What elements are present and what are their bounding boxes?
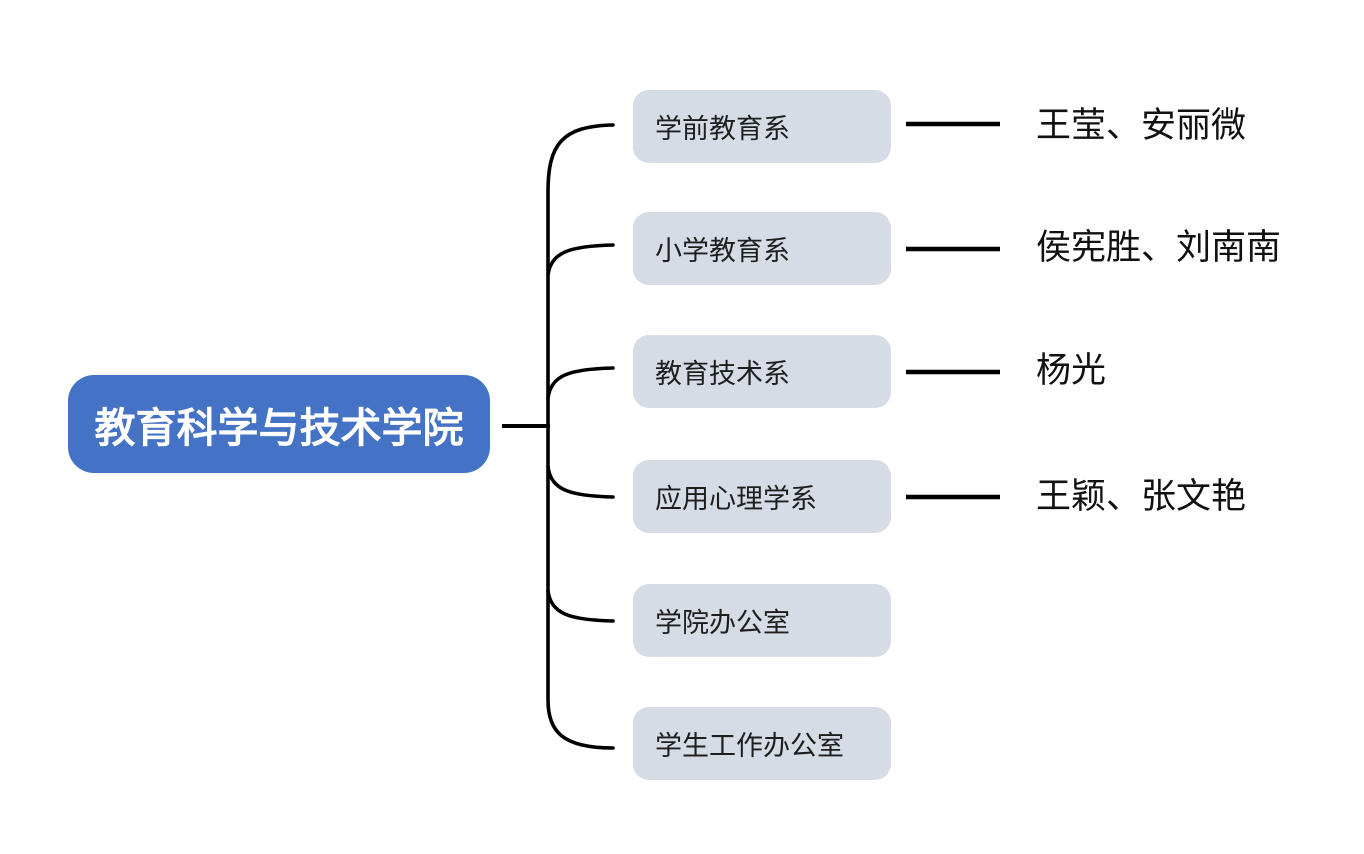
connector-branch-education-technology xyxy=(546,366,615,400)
root-node: 教育科学与技术学院 xyxy=(68,375,490,473)
member-names-primary: 侯宪胜、刘南南 xyxy=(1036,228,1282,267)
node-student-affairs-office: 学生工作办公室 xyxy=(633,707,891,780)
branch-node-label: 学前教育系 xyxy=(655,114,790,144)
connector-branch-college-office xyxy=(546,589,615,623)
node-education-technology: 教育技术系 xyxy=(633,335,891,408)
branch-node-label: 应用心理学系 xyxy=(655,484,817,514)
node-preschool-education: 学前教育系 xyxy=(633,90,891,163)
member-names-psychology: 王颖、张文艳 xyxy=(1036,477,1247,516)
branch-node-label: 小学教育系 xyxy=(655,236,790,266)
branch-node-label: 学院办公室 xyxy=(655,608,790,638)
branch-node-label: 教育技术系 xyxy=(655,359,790,389)
connector-spine xyxy=(546,123,615,750)
connector-branch-applied-psychology xyxy=(546,465,615,499)
branch-node-label: 学生工作办公室 xyxy=(655,731,844,761)
connector-branch-primary-education xyxy=(546,243,615,277)
node-primary-education: 小学教育系 xyxy=(633,212,891,285)
node-college-office: 学院办公室 xyxy=(633,584,891,657)
member-names-preschool: 王莹、安丽微 xyxy=(1036,106,1247,145)
node-applied-psychology: 应用心理学系 xyxy=(633,460,891,533)
member-names-edtech: 杨光 xyxy=(1036,351,1107,390)
root-node-label: 教育科学与技术学院 xyxy=(94,405,464,451)
